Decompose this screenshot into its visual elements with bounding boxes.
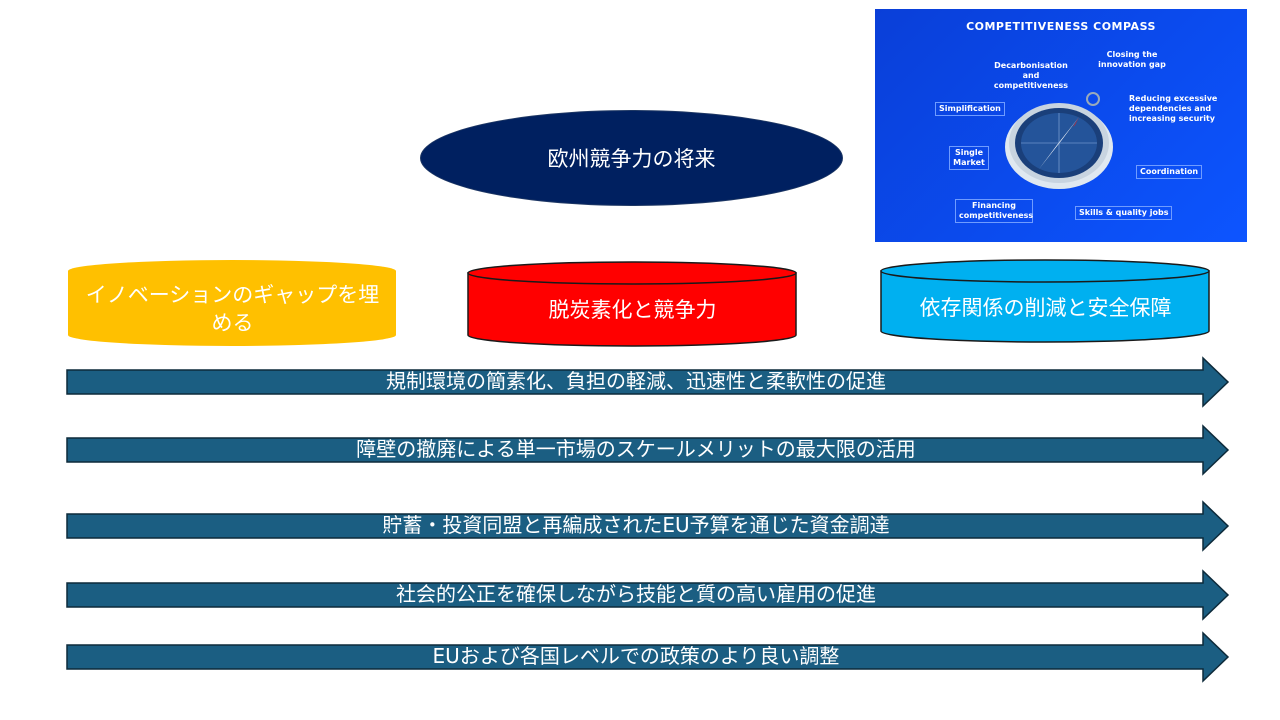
enabler-label: 貯蓄・投資同盟と再編成されたEU予算を通じた資金調達 [382, 513, 890, 537]
pillar-innovation: イノベーションのギャップを埋める [67, 259, 398, 347]
enabler-arrow-skills: 社会的公正を確保しながら技能と質の高い雇用の促進 [66, 569, 1230, 621]
compass-label-skills: Skills & quality jobs [1075, 206, 1173, 220]
enabler-arrow-financing: 貯蓄・投資同盟と再編成されたEU予算を通じた資金調達 [66, 500, 1230, 552]
compass-title: COMPETITIVENESS COMPASS [966, 20, 1156, 33]
pillar-label: 脱炭素化と競争力 [548, 298, 717, 322]
pillar-dependencies: 依存関係の削減と安全保障 [880, 259, 1211, 345]
pillar-label: イノベーションのギャップを埋める [85, 283, 380, 335]
compass-label-coordination: Coordination [1136, 165, 1203, 179]
competitiveness-compass-image: COMPETITIVENESS COMPASS Closing the inno… [875, 9, 1247, 242]
enabler-label: EUおよび各国レベルでの政策のより良い調整 [432, 644, 840, 668]
title-oval: 欧州競争力の将来 [420, 110, 843, 206]
pillar-label: 依存関係の削減と安全保障 [919, 296, 1172, 320]
enabler-arrow-simplification: 規制環境の簡素化、負担の軽減、迅速性と柔軟性の促進 [66, 356, 1230, 408]
enabler-label: 社会的公正を確保しながら技能と質の高い雇用の促進 [396, 582, 876, 606]
enabler-arrow-single-market: 障壁の撤廃による単一市場のスケールメリットの最大限の活用 [66, 424, 1230, 476]
pillar-decarbonisation: 脱炭素化と競争力 [467, 261, 798, 347]
enabler-label: 規制環境の簡素化、負担の軽減、迅速性と柔軟性の促進 [386, 369, 886, 393]
compass-label-financing: Financing competitiveness [955, 199, 1033, 223]
title-text: 欧州競争力の将来 [547, 147, 716, 171]
compass-label-simplification: Simplification [935, 102, 1005, 116]
enabler-label: 障壁の撤廃による単一市場のスケールメリットの最大限の活用 [356, 437, 916, 461]
compass-label-single-market: Single Market [949, 146, 989, 170]
compass-label-decarbonisation: Decarbonisation and competitiveness [993, 61, 1069, 90]
compass-label-dependencies: Reducing excessive dependencies and incr… [1129, 94, 1218, 123]
compass-icon [1005, 92, 1113, 189]
enabler-arrow-coordination: EUおよび各国レベルでの政策のより良い調整 [66, 631, 1230, 683]
compass-label-innovation: Closing the innovation gap [1098, 50, 1166, 69]
